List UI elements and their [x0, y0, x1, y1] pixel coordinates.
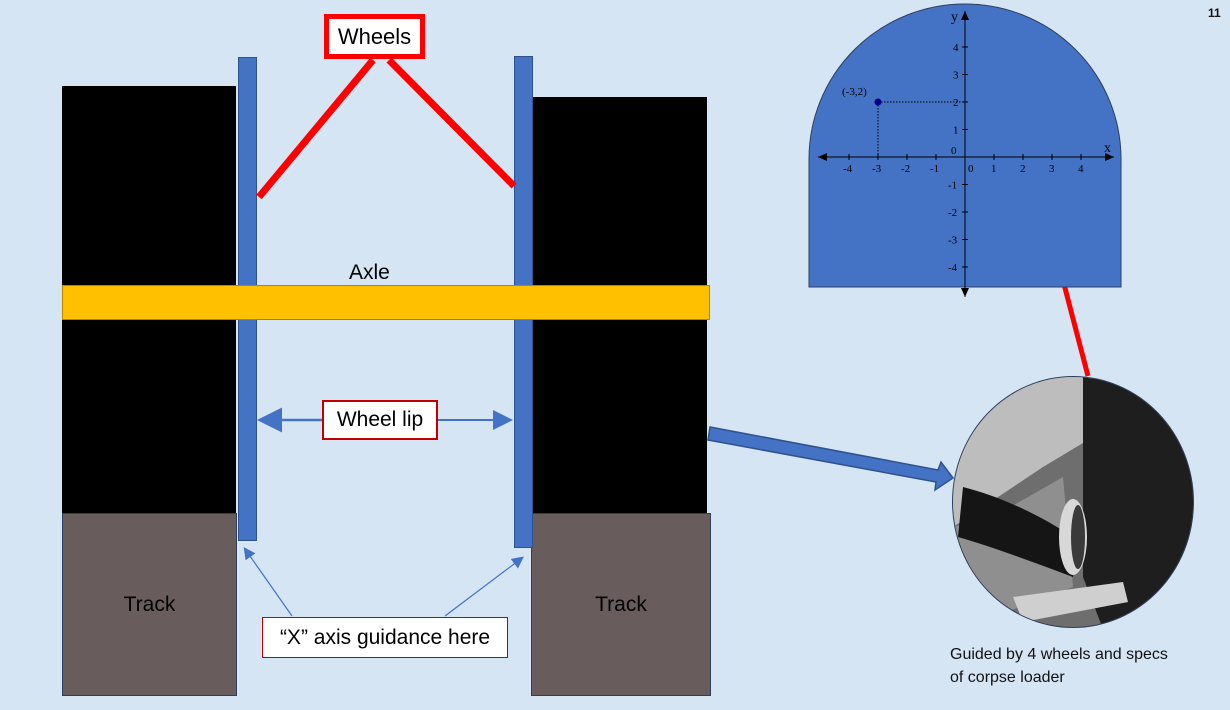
- photo-caption: Guided by 4 wheels and specs of corpse l…: [950, 643, 1210, 689]
- photo-block-arrow: [707, 426, 955, 492]
- x-axis-label: x: [1104, 141, 1111, 156]
- right-track: Track: [531, 513, 711, 696]
- guidance-arrow-right: [444, 556, 524, 617]
- origin-label: 0: [951, 145, 957, 157]
- photo-caption-line-2: of corpse loader: [950, 669, 1065, 686]
- x-tick-label: 1: [991, 163, 997, 175]
- y-tick-label: -4: [948, 262, 958, 274]
- plotted-point: [874, 98, 882, 106]
- x-axis-guidance-label: “X” axis guidance here: [262, 617, 508, 658]
- x-tick-label: -3: [872, 163, 882, 175]
- plotted-point-label: (-3,2): [842, 86, 867, 98]
- y-tick-label: -3: [948, 235, 958, 247]
- y-axis-arrowhead: [961, 11, 969, 20]
- x-tick-label: 4: [1078, 163, 1084, 175]
- corpse-loader-photo: [952, 376, 1194, 628]
- y-tick-label: -1: [948, 180, 957, 192]
- x-axis-guidance-text: “X” axis guidance here: [279, 625, 491, 649]
- y-tick-label: 2: [953, 97, 959, 109]
- wheels-line-right: [386, 57, 517, 189]
- slide-number: 11: [1208, 6, 1221, 20]
- wheel-photo-image: [953, 377, 1193, 627]
- wheel-lip-label-text: Wheel lip: [336, 408, 424, 431]
- y-axis-label: y: [951, 10, 958, 25]
- y-tick-label: 3: [953, 70, 959, 82]
- coordinate-plane: x y 00 -4 -3 -2 -1 1 2 3 4 4 3 2 1 -1 -2 -3 -4 (-3,2): [808, 3, 1122, 297]
- y-axis-arrowhead-bottom: [961, 288, 969, 297]
- wheels-line-left: [256, 57, 376, 200]
- y-tick-label: 4: [953, 42, 959, 54]
- x-tick-label: -1: [930, 163, 939, 175]
- y-tick-label: -2: [948, 207, 957, 219]
- x-tick-label: 3: [1049, 163, 1055, 175]
- wheels-label-text: Wheels: [337, 23, 412, 49]
- right-track-label: Track: [595, 592, 647, 616]
- origin-label-x: 0: [968, 163, 974, 175]
- left-track: Track: [62, 513, 237, 696]
- x-tick-label: 2: [1020, 163, 1026, 175]
- x-axis-arrowhead: [1105, 153, 1114, 161]
- x-axis-arrowhead-left: [818, 153, 827, 161]
- x-tick-label: -4: [843, 163, 853, 175]
- axle-label: Axle: [349, 261, 390, 284]
- wheel-lip-label: Wheel lip: [322, 400, 438, 440]
- wheels-label: Wheels: [324, 14, 425, 59]
- y-tick-label: 1: [953, 125, 959, 137]
- guidance-arrow-left: [243, 547, 293, 617]
- photo-caption-line-1: Guided by 4 wheels and specs: [950, 646, 1168, 663]
- left-track-label: Track: [123, 592, 176, 616]
- axle-bar: [62, 285, 710, 320]
- x-tick-label: -2: [901, 163, 910, 175]
